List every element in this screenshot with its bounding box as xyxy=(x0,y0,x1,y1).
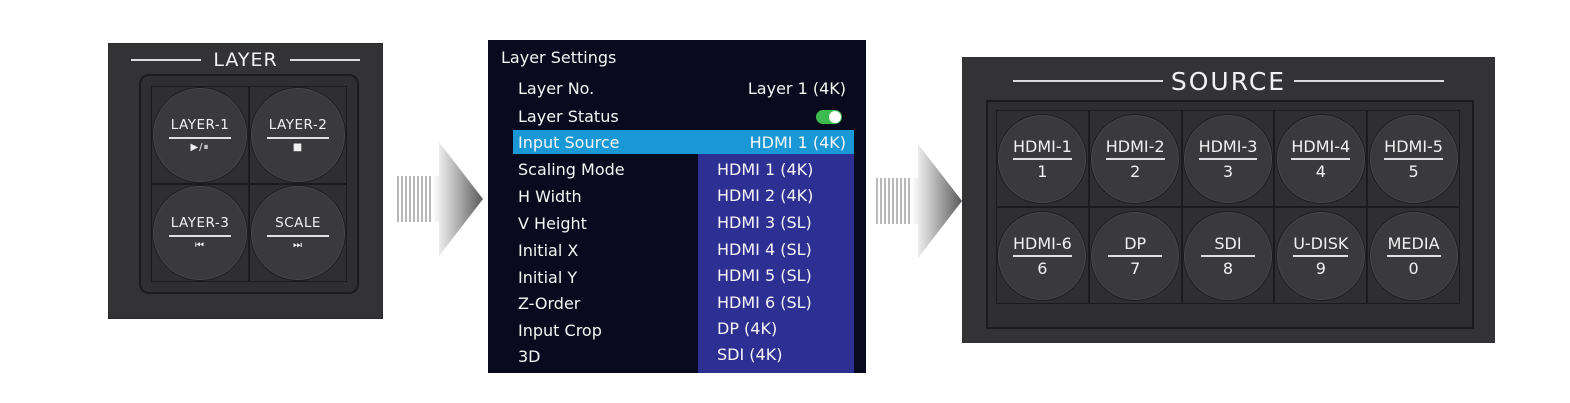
dropdown-option[interactable]: HDMI 5 (SL) xyxy=(717,266,812,285)
hdmi-1-number: 1 xyxy=(1037,161,1048,181)
source-cell: U-DISK 9 xyxy=(1274,207,1368,304)
dp-button[interactable]: DP 7 xyxy=(1091,211,1180,300)
media-button[interactable]: MEDIA 0 xyxy=(1369,211,1458,300)
setting-scaling-mode[interactable]: Scaling Mode xyxy=(518,160,625,179)
dropdown-option[interactable]: HDMI 2 (4K) xyxy=(717,186,814,205)
hdmi-1-button[interactable]: HDMI-1 1 xyxy=(998,114,1087,203)
source-panel: SOURCE HDMI-1 1 HDMI-2 2 HDMI-3 3 xyxy=(962,57,1495,343)
dropdown-option[interactable]: HDMI 4 (SL) xyxy=(717,240,812,259)
setting-layer-no-value: Layer 1 (4K) xyxy=(747,79,846,98)
arrow-right-icon xyxy=(874,144,962,258)
scale-label: SCALE xyxy=(267,215,329,237)
setting-3d[interactable]: 3D xyxy=(518,347,541,366)
hdmi-3-button[interactable]: HDMI-3 3 xyxy=(1183,114,1272,203)
dropdown-option[interactable]: HDMI 6 (SL) xyxy=(717,293,812,312)
source-cell: MEDIA 0 xyxy=(1367,207,1460,304)
hdmi-2-button[interactable]: HDMI-2 2 xyxy=(1091,114,1180,203)
layer-panel: LAYER LAYER-1 ▶︎/⏸ LAYER-2 ■ LAYER-3 ⏮ xyxy=(108,43,383,319)
hdmi-2-label: HDMI-2 xyxy=(1105,137,1165,160)
source-button-grid: HDMI-1 1 HDMI-2 2 HDMI-3 3 HDMI-4 xyxy=(996,110,1460,304)
source-cell: HDMI-3 3 xyxy=(1181,110,1275,207)
title-line-left xyxy=(1012,80,1163,82)
u-disk-label: U-DISK xyxy=(1293,234,1349,257)
hdmi-1-label: HDMI-1 xyxy=(1012,137,1072,160)
sdi-label: SDI xyxy=(1200,234,1255,257)
layer-cell: LAYER-3 ⏮ xyxy=(151,184,249,282)
media-label: MEDIA xyxy=(1386,234,1441,257)
layer-panel-title: LAYER xyxy=(108,45,383,75)
hdmi-6-button[interactable]: HDMI-6 6 xyxy=(998,211,1087,300)
layer-3-button[interactable]: LAYER-3 ⏮ xyxy=(153,186,247,280)
layer-1-button[interactable]: LAYER-1 ▶︎/⏸ xyxy=(153,88,247,182)
hdmi-5-button[interactable]: HDMI-5 5 xyxy=(1369,114,1458,203)
dp-label: DP xyxy=(1108,234,1163,257)
setting-input-crop[interactable]: Input Crop xyxy=(518,321,602,340)
hdmi-5-number: 5 xyxy=(1408,161,1419,181)
arrow-right-icon xyxy=(395,142,483,256)
source-cell: DP 7 xyxy=(1088,207,1182,304)
setting-initial-x[interactable]: Initial X xyxy=(518,241,579,260)
layer-status-toggle[interactable] xyxy=(816,110,842,124)
title-line-right xyxy=(289,59,360,61)
source-panel-title: SOURCE xyxy=(962,65,1495,97)
hdmi-6-label: HDMI-6 xyxy=(1012,234,1072,257)
scale-button[interactable]: SCALE ⏭ xyxy=(251,186,345,280)
layer-cell: LAYER-2 ■ xyxy=(249,86,347,184)
dropdown-option[interactable]: SDI (4K) xyxy=(717,345,783,364)
next-icon: ⏭ xyxy=(293,240,303,251)
setting-v-height[interactable]: V Height xyxy=(518,214,587,233)
hdmi-4-button[interactable]: HDMI-4 4 xyxy=(1276,114,1365,203)
play-pause-icon: ▶︎/⏸ xyxy=(190,142,210,153)
setting-layer-no[interactable]: Layer No. xyxy=(518,79,595,98)
layer-title-text: LAYER xyxy=(213,49,278,71)
previous-icon: ⏮ xyxy=(195,240,205,251)
dropdown-option[interactable]: HDMI 1 (4K) xyxy=(717,160,814,179)
hdmi-4-number: 4 xyxy=(1315,161,1326,181)
settings-title: Layer Settings xyxy=(501,48,617,67)
hdmi-6-number: 6 xyxy=(1037,258,1048,278)
source-button-frame: HDMI-1 1 HDMI-2 2 HDMI-3 3 HDMI-4 xyxy=(986,100,1474,329)
setting-z-order[interactable]: Z-Order xyxy=(518,294,581,313)
layer-2-label: LAYER-2 xyxy=(267,117,329,139)
layer-settings-screen: Layer Settings Layer No. Layer 1 (4K) La… xyxy=(488,40,866,373)
hdmi-5-label: HDMI-5 xyxy=(1384,137,1443,160)
source-cell: HDMI-2 2 xyxy=(1088,110,1182,207)
stop-icon: ■ xyxy=(292,142,304,153)
source-cell: HDMI-6 6 xyxy=(996,207,1089,304)
source-title-text: SOURCE xyxy=(1170,66,1287,96)
layer-2-button[interactable]: LAYER-2 ■ xyxy=(251,88,345,182)
source-cell: HDMI-5 5 xyxy=(1367,110,1460,207)
hdmi-4-label: HDMI-4 xyxy=(1291,137,1351,160)
layer-1-label: LAYER-1 xyxy=(169,117,231,139)
u-disk-number: 9 xyxy=(1315,258,1326,278)
layer-3-label: LAYER-3 xyxy=(169,215,231,237)
sdi-button[interactable]: SDI 8 xyxy=(1183,211,1272,300)
hdmi-3-label: HDMI-3 xyxy=(1198,137,1258,160)
sdi-number: 8 xyxy=(1222,258,1234,278)
setting-layer-status[interactable]: Layer Status xyxy=(518,107,619,126)
title-line-right xyxy=(1294,80,1445,82)
setting-input-source-value: HDMI 1 (4K) xyxy=(749,133,846,152)
setting-h-width[interactable]: H Width xyxy=(518,187,582,206)
source-cell: HDMI-4 4 xyxy=(1274,110,1368,207)
layer-cell: LAYER-1 ▶︎/⏸ xyxy=(151,86,249,184)
media-number: 0 xyxy=(1408,258,1419,278)
u-disk-button[interactable]: U-DISK 9 xyxy=(1276,211,1365,300)
source-cell: SDI 8 xyxy=(1181,207,1275,304)
setting-initial-y[interactable]: Initial Y xyxy=(518,268,578,287)
layer-cell: SCALE ⏭ xyxy=(249,184,347,282)
title-line-left xyxy=(131,59,202,61)
layer-button-frame: LAYER-1 ▶︎/⏸ LAYER-2 ■ LAYER-3 ⏮ SCALE xyxy=(139,74,359,294)
dropdown-option[interactable]: DP (4K) xyxy=(717,319,778,338)
source-cell: HDMI-1 1 xyxy=(996,110,1089,207)
dropdown-option[interactable]: HDMI 3 (SL) xyxy=(717,213,812,232)
input-source-dropdown: HDMI 1 (4K) HDMI 2 (4K) HDMI 3 (SL) HDMI… xyxy=(698,154,854,373)
setting-input-source[interactable]: Input Source xyxy=(518,133,620,152)
hdmi-2-number: 2 xyxy=(1130,161,1141,181)
hdmi-3-number: 3 xyxy=(1222,161,1234,181)
layer-button-grid: LAYER-1 ▶︎/⏸ LAYER-2 ■ LAYER-3 ⏮ SCALE xyxy=(151,86,347,282)
selected-row-highlight xyxy=(513,130,854,154)
dp-number: 7 xyxy=(1130,258,1141,278)
